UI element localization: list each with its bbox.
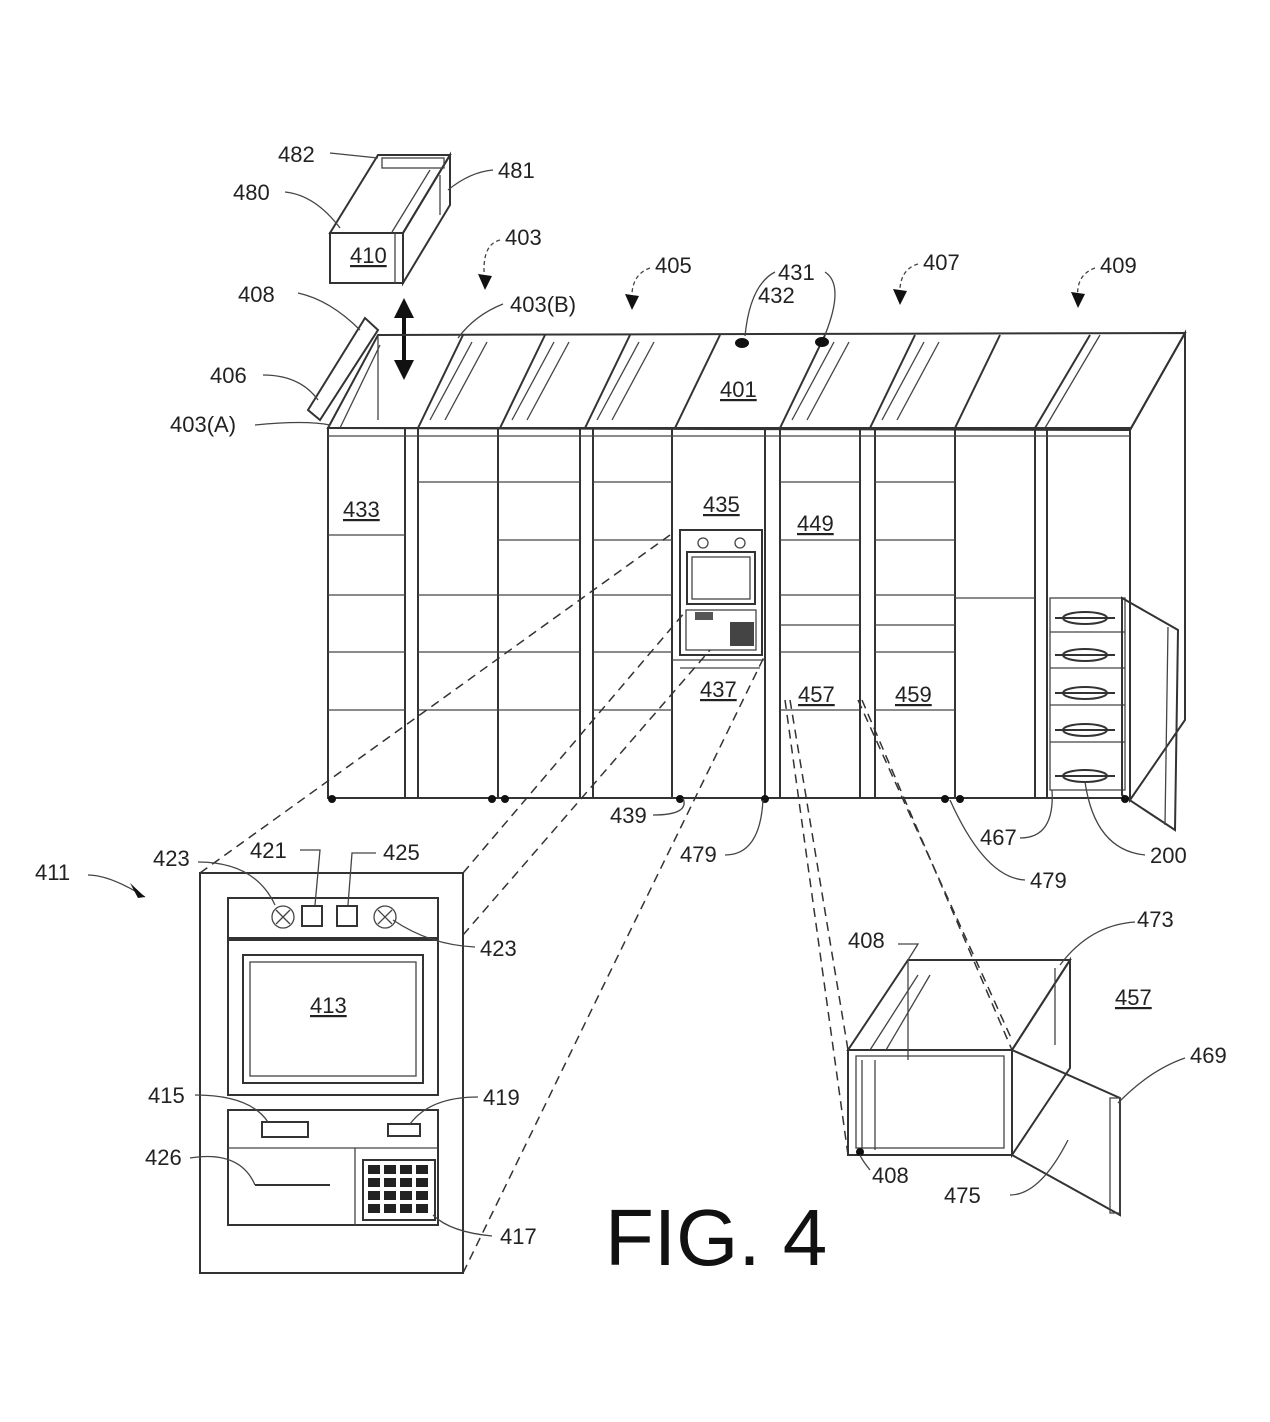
- label-473: 473: [1137, 907, 1174, 932]
- label-425: 425: [383, 840, 420, 865]
- label-457: 457: [798, 682, 835, 707]
- label-480: 480: [233, 180, 270, 205]
- label-419: 419: [483, 1085, 520, 1110]
- label-401: 401: [720, 377, 757, 402]
- label-408-top: 408: [238, 282, 275, 307]
- label-439: 439: [610, 803, 647, 828]
- label-410: 410: [350, 243, 387, 268]
- label-437: 437: [700, 677, 737, 702]
- label-435: 435: [703, 492, 740, 517]
- vertical-double-arrow: [394, 298, 414, 380]
- label-408-detail-top: 408: [848, 928, 885, 953]
- label-417: 417: [500, 1224, 537, 1249]
- label-405: 405: [655, 253, 692, 278]
- label-481: 481: [498, 158, 535, 183]
- storage-module-480: [328, 151, 452, 287]
- label-200: 200: [1150, 843, 1187, 868]
- item-trays-200: [1055, 611, 1115, 783]
- label-457-detail: 457: [1115, 985, 1152, 1010]
- label-426: 426: [145, 1145, 182, 1170]
- label-408-detail-bottom: 408: [872, 1163, 909, 1188]
- label-479-right: 479: [1030, 868, 1067, 893]
- label-449: 449: [797, 511, 834, 536]
- locker-bank-401: [306, 316, 1187, 832]
- label-423-right: 423: [480, 936, 517, 961]
- figure-title: FIG. 4: [605, 1193, 827, 1282]
- label-459: 459: [895, 682, 932, 707]
- label-415: 415: [148, 1083, 185, 1108]
- locker-compartment-457: [846, 956, 1121, 1217]
- label-411: 411: [35, 860, 70, 885]
- label-469: 469: [1190, 1043, 1227, 1068]
- label-403: 403: [505, 225, 542, 250]
- label-406: 406: [210, 363, 247, 388]
- label-475: 475: [944, 1183, 981, 1208]
- label-423-left: 423: [153, 846, 190, 871]
- kiosk-detail-411: [199, 872, 464, 1274]
- label-431: 431: [778, 260, 815, 285]
- label-403b: 403(B): [510, 292, 576, 317]
- label-407: 407: [923, 250, 960, 275]
- group-arrows: [478, 239, 1096, 310]
- label-479-left: 479: [680, 842, 717, 867]
- label-467: 467: [980, 825, 1017, 850]
- label-409: 409: [1100, 253, 1137, 278]
- label-482: 482: [278, 142, 315, 167]
- label-432: 432: [758, 283, 795, 308]
- keypad-417: [368, 1165, 428, 1213]
- label-413: 413: [310, 993, 347, 1018]
- reference-numerals: 482 481 480 410 403 405 431 432 407 409 …: [35, 142, 1227, 1282]
- label-421: 421: [250, 838, 287, 863]
- label-403a: 403(A): [170, 412, 236, 437]
- label-433: 433: [343, 497, 380, 522]
- leader-lines: [87, 152, 1186, 1237]
